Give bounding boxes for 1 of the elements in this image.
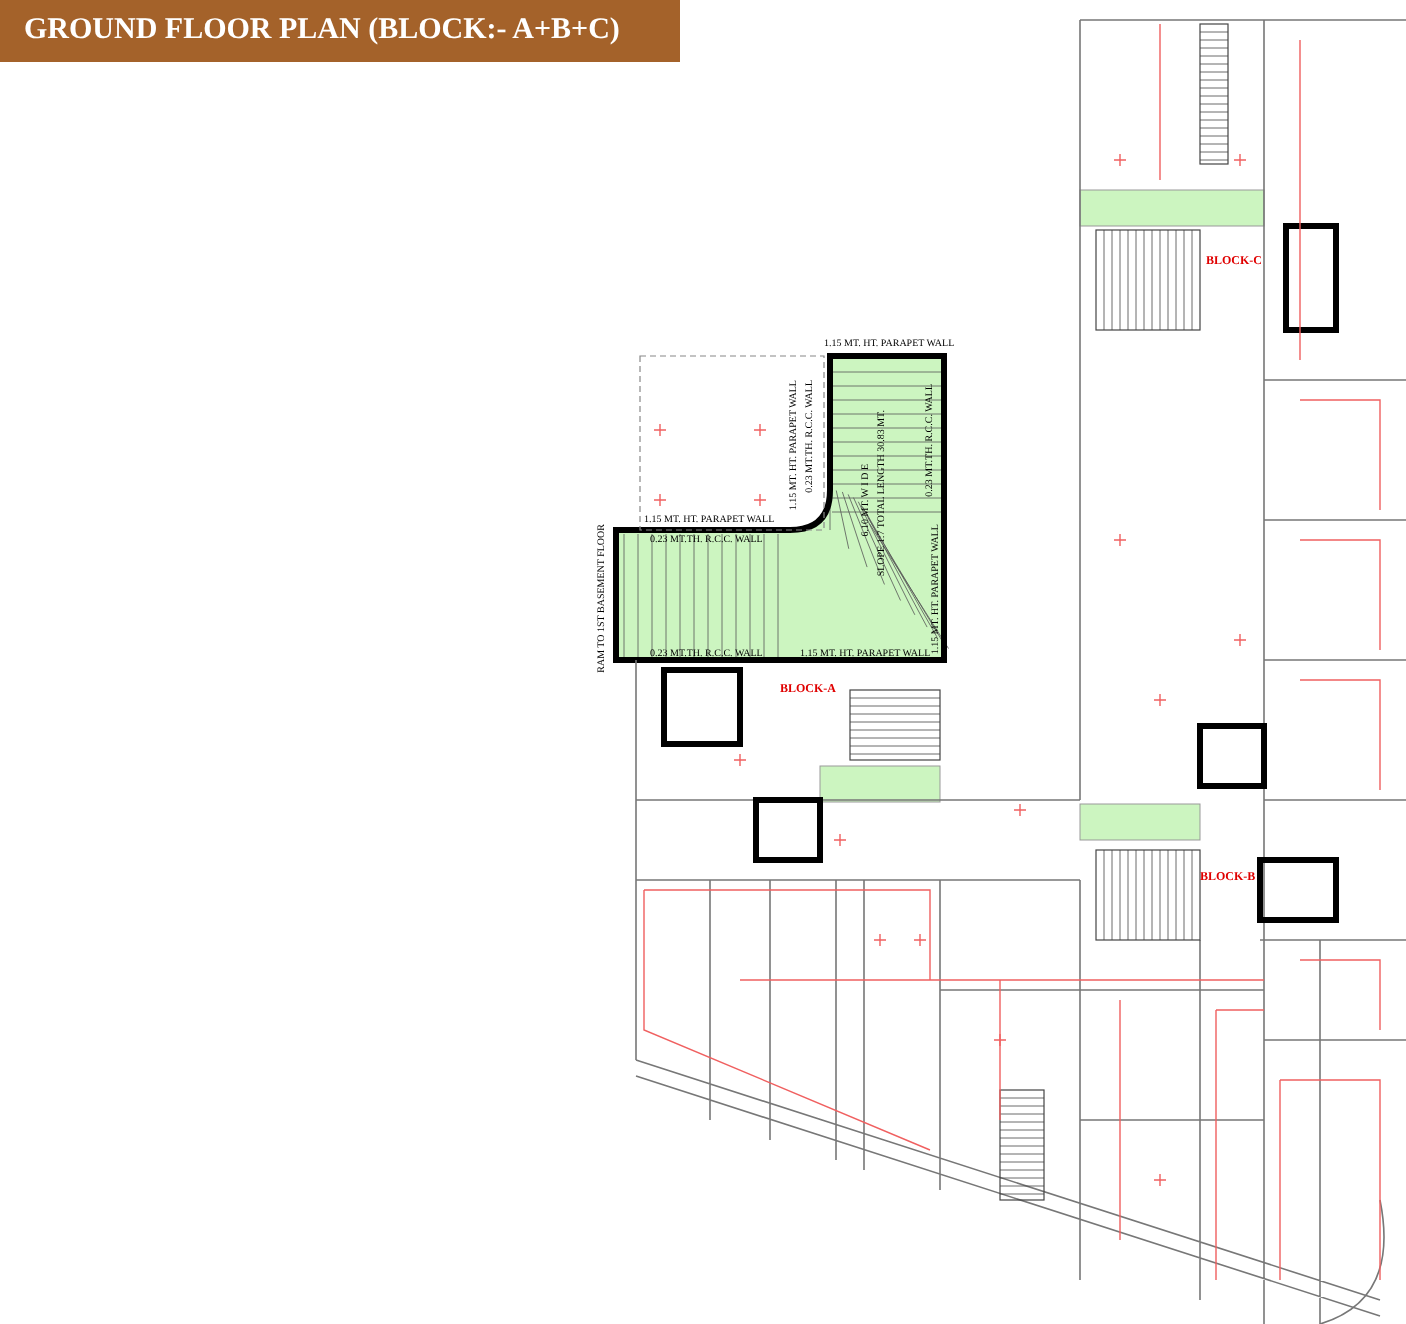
plan-title: GROUND FLOOR PLAN (BLOCK:- A+B+C): [0, 0, 680, 62]
